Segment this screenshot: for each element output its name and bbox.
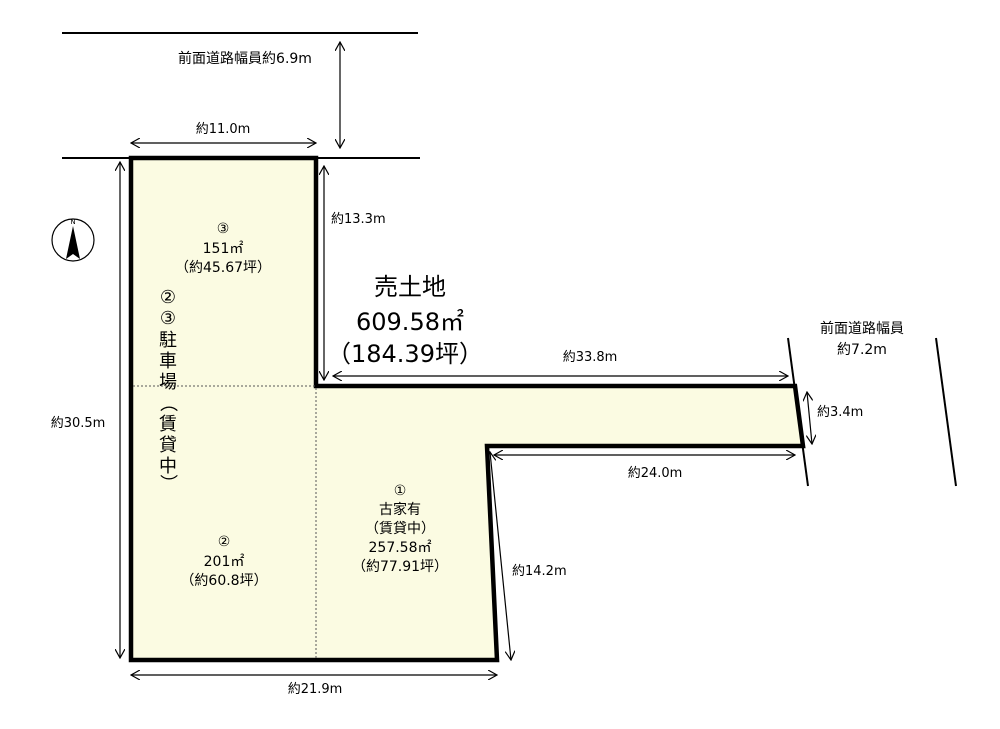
parcel-1-status: （賃貸中）: [365, 521, 435, 537]
svg-text:）: ）: [157, 474, 178, 492]
parking-label: ② ③ 駐 車 場 （ 賃 貸 中 ）: [157, 287, 178, 492]
parcel-2-number: ②: [218, 534, 231, 550]
land-outline: [128, 155, 806, 663]
svg-text:賃: 賃: [159, 414, 177, 435]
total-tsubo: （184.39坪）: [327, 340, 483, 368]
east-road-far-edge: [935, 337, 957, 487]
parcel-2-area: 201㎡: [204, 554, 245, 570]
svg-text:（: （: [157, 394, 178, 412]
east-road-label-2: 約7.2m: [837, 342, 887, 358]
parcel-1-area: 257.58㎡: [369, 540, 432, 556]
total-area: 609.58㎡: [356, 308, 464, 336]
parcel-3-area: 151㎡: [203, 241, 244, 257]
svg-text:貸: 貸: [159, 435, 177, 456]
svg-text:②: ②: [160, 287, 176, 308]
svg-text:場: 場: [159, 372, 177, 393]
svg-text:駐: 駐: [159, 330, 177, 351]
east-road-label-1: 前面道路幅員: [820, 320, 904, 337]
dim-top-label: 約11.0m: [196, 122, 251, 137]
north-compass-icon: N: [51, 218, 95, 262]
north-road-label: 前面道路幅員約6.9m: [178, 50, 312, 67]
dim-lower-vertical-label: 約14.2m: [512, 564, 567, 579]
dim-inner-vertical-label: 約13.3m: [331, 212, 386, 227]
dim-lower-vertical-arrow: [490, 452, 511, 660]
dim-right-end-label: 約3.4m: [817, 405, 863, 420]
parcel-3-number: ③: [217, 221, 230, 237]
parcel-1-number: ①: [394, 483, 407, 499]
title: 売土地: [374, 273, 446, 301]
parcel-2-tsubo: （約60.8坪）: [180, 573, 267, 589]
dim-left-label: 約30.5m: [51, 416, 106, 431]
dim-lower-right-label: 約24.0m: [628, 466, 683, 481]
svg-text:③: ③: [160, 308, 176, 329]
parcel-1-use: 古家有: [379, 501, 421, 518]
dim-upper-right-label: 約33.8m: [563, 350, 618, 365]
parcel-1-tsubo: （約77.91坪）: [352, 559, 448, 575]
svg-text:中: 中: [159, 456, 177, 477]
svg-text:N: N: [70, 218, 75, 226]
dim-right-end-arrow: [807, 392, 812, 444]
svg-text:車: 車: [159, 351, 177, 372]
parcel-3-tsubo: （約45.67坪）: [175, 260, 271, 276]
dim-bottom-label: 約21.9m: [288, 682, 343, 697]
